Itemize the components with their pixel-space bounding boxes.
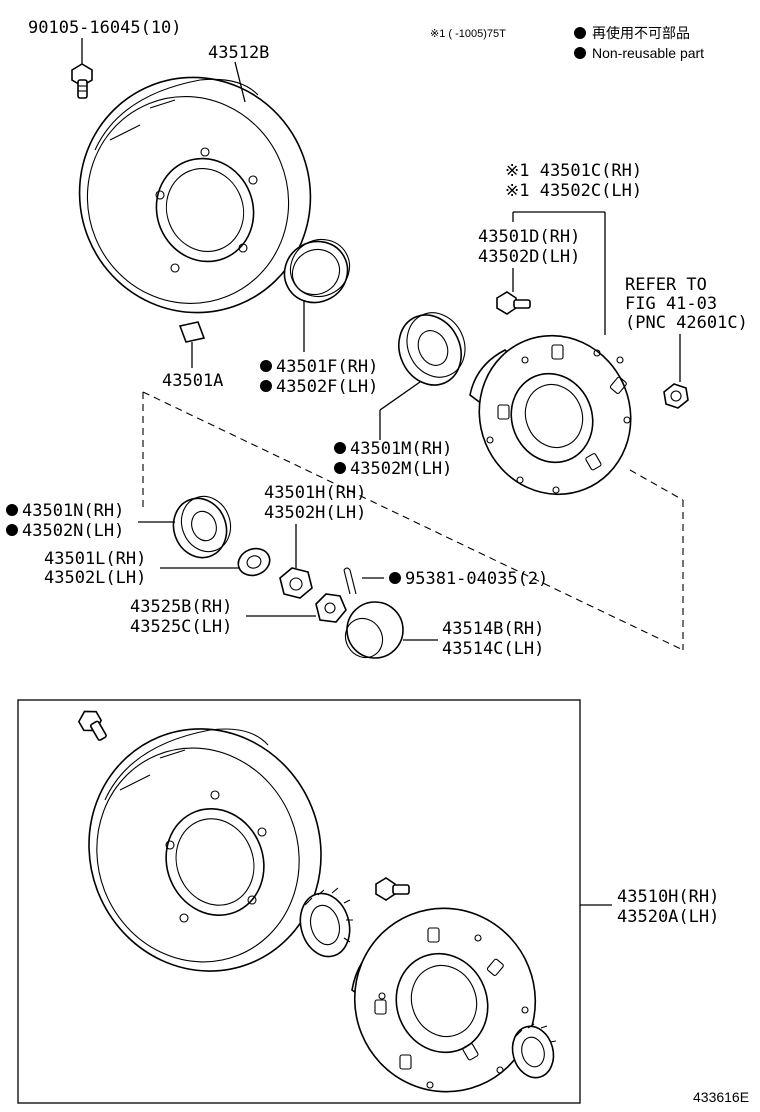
legend: ※1 ( -1005)75T 再使用不可部品 Non-reusable part	[430, 25, 704, 61]
non-reusable-bullet	[260, 380, 272, 392]
label-bearing-n-rh: 43501N(RH)	[22, 501, 124, 521]
label-drum: 43512B	[208, 43, 269, 63]
hub-bolt-icon	[496, 291, 531, 315]
label-assembly-rh: 43510H(RH)	[617, 887, 719, 907]
dashed-guide	[142, 391, 684, 651]
oil-seal-icon	[283, 238, 351, 304]
legend-english: Non-reusable part	[592, 45, 704, 61]
label-refer-line2: FIG 41-03	[625, 294, 717, 314]
label-refer-line3: (PNC 42601C)	[625, 313, 748, 333]
label-cap-lh: 43514C(LH)	[442, 639, 544, 659]
cotter-pin-icon	[343, 567, 357, 595]
washer-icon	[237, 547, 271, 577]
label-bolt: 90105-16045(10)	[28, 18, 182, 38]
bullet-icon	[574, 27, 586, 39]
bullet-icon	[574, 47, 586, 59]
assembly-box	[17, 699, 581, 1104]
legend-japanese: 再使用不可部品	[592, 25, 690, 41]
hub-bolt-icon	[375, 877, 410, 901]
label-bearing-m-lh: 43502M(LH)	[350, 459, 452, 479]
label-hub-lh: ※1 43502C(LH)	[505, 181, 642, 201]
castle-nut-icon	[315, 593, 347, 623]
bolt-icon	[71, 63, 93, 99]
label-bearing-n-lh: 43502N(LH)	[22, 521, 124, 541]
grease-cap-icon	[344, 601, 404, 659]
label-bearing-m-rh: 43501M(RH)	[350, 439, 452, 459]
legend-note: ※1 ( -1005)75T	[430, 28, 506, 40]
non-reusable-bullet	[334, 462, 346, 474]
roller-bearing-icon	[511, 1023, 557, 1079]
label-washer-rh: 43501L(RH)	[44, 549, 146, 569]
roller-bearing-icon	[299, 887, 353, 958]
label-cap-rh: 43514B(RH)	[442, 619, 544, 639]
label-washer-lh: 43502L(LH)	[44, 568, 146, 588]
label-hub-bolt-rh: 43501D(RH)	[478, 227, 580, 247]
non-reusable-bullet	[389, 572, 401, 584]
nut-icon	[279, 567, 313, 599]
wheel-hub-icon	[469, 334, 632, 496]
label-cotter-pin: 95381-04035(2)	[405, 569, 548, 589]
label-castle-nut-lh: 43525C(LH)	[130, 617, 232, 637]
figure-number: 433616E	[693, 1089, 749, 1105]
label-assembly-lh: 43520A(LH)	[617, 907, 719, 927]
dashed-guide	[629, 469, 684, 501]
wheel-hub-icon	[351, 907, 537, 1093]
label-hub-bolt-lh: 43502D(LH)	[478, 247, 580, 267]
brake-drum-icon	[88, 728, 322, 972]
inner-bearing-icon	[172, 495, 232, 559]
label-seal-rh: 43501F(RH)	[276, 357, 378, 377]
label-nut-h-rh: 43501H(RH)	[264, 483, 366, 503]
label-hub-rh: ※1 43501C(RH)	[505, 161, 642, 181]
label-nut-h-lh: 43502H(LH)	[264, 503, 366, 523]
non-reusable-bullet	[334, 442, 346, 454]
non-reusable-bullet	[260, 360, 272, 372]
bearing-icon	[398, 312, 466, 386]
non-reusable-bullet	[6, 504, 18, 516]
clip-icon	[178, 321, 206, 343]
label-clip: 43501A	[162, 371, 223, 391]
non-reusable-bullet	[6, 524, 18, 536]
label-castle-nut-rh: 43525B(RH)	[130, 597, 232, 617]
label-seal-lh: 43502F(LH)	[276, 377, 378, 397]
label-refer-line1: REFER TO	[625, 275, 707, 295]
brake-drum-icon	[78, 76, 312, 314]
bolt-icon	[77, 710, 107, 741]
hub-nut-icon	[663, 383, 689, 409]
